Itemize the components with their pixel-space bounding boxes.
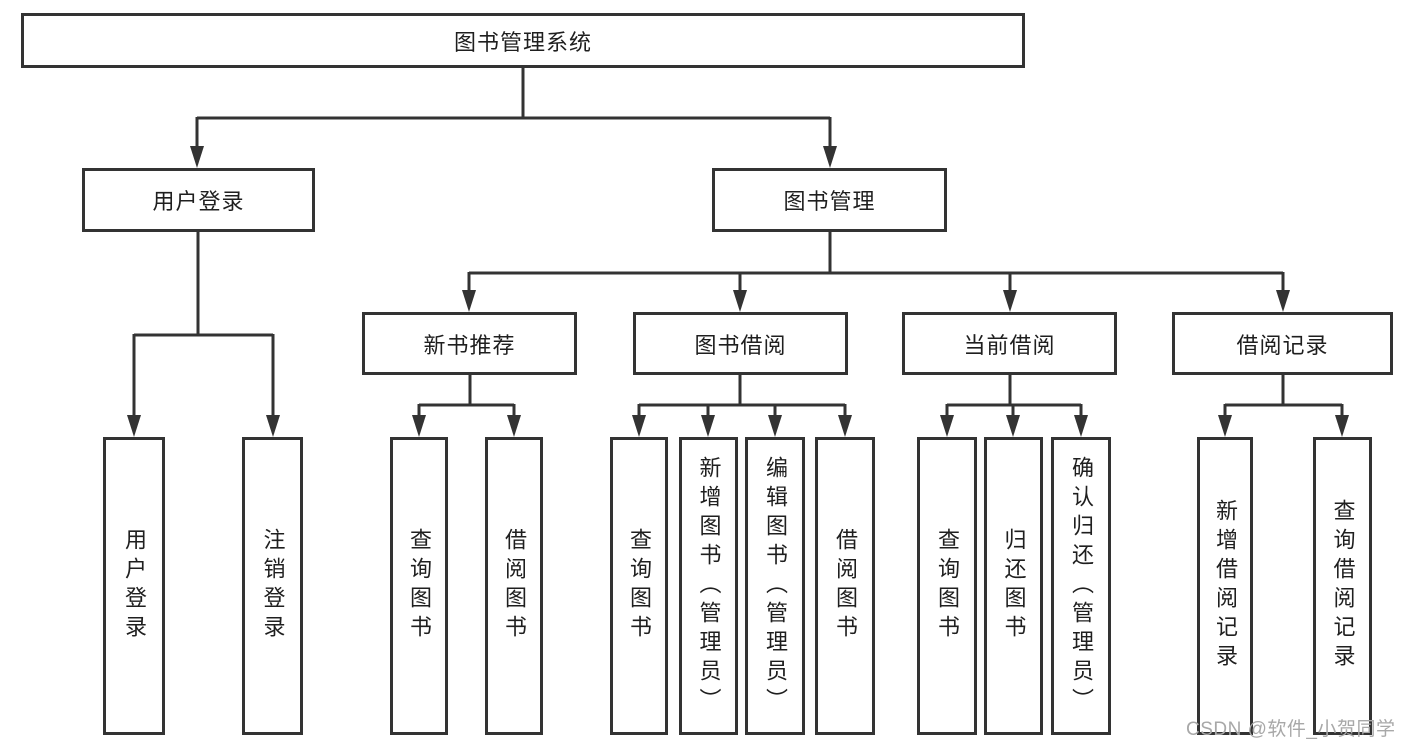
node-borrow-records-label: 借阅记录	[1236, 332, 1329, 358]
leaf-query-borrow-record-label: 查询借阅记录	[1330, 499, 1356, 673]
node-user-login: 用户登录	[82, 168, 315, 232]
arrowheads-borrow-records	[1218, 415, 1349, 437]
arrowheads-user-login	[127, 415, 280, 437]
leaf-confirm-return-admin-label: 确认归还（管理员）	[1069, 455, 1094, 717]
node-book-borrow-label: 图书借阅	[694, 332, 787, 358]
edges-book-borrow	[637, 375, 847, 417]
leaf-query-books-recommend: 查询图书	[390, 437, 448, 735]
leaf-borrow-books-2: 借阅图书	[815, 437, 875, 735]
edges-borrow-records	[1223, 375, 1344, 417]
leaf-query-books-borrow: 查询图书	[610, 437, 668, 735]
leaf-query-borrow-record: 查询借阅记录	[1313, 437, 1372, 735]
arrowheads-book-borrow	[632, 415, 852, 437]
edges-current-borrow	[945, 375, 1083, 417]
leaf-logout: 注销登录	[242, 437, 303, 735]
leaf-borrow-books-recommend-label: 借阅图书	[502, 528, 527, 644]
leaf-edit-book-admin-label: 编辑图书（管理员）	[763, 455, 788, 717]
node-root-label: 图书管理系统	[453, 29, 592, 55]
edges-book-management	[467, 232, 1285, 291]
leaf-return-book: 归还图书	[984, 437, 1043, 735]
leaf-query-books-recommend-label: 查询图书	[407, 528, 432, 644]
leaf-user-login-label: 用户登录	[122, 528, 147, 644]
arrowheads-book-management	[462, 290, 1290, 312]
leaf-query-books-borrow-label: 查询图书	[627, 528, 652, 644]
leaf-edit-book-admin: 编辑图书（管理员）	[745, 437, 805, 735]
edges-root	[195, 68, 832, 148]
watermark: CSDN @软件_小贺同学	[1186, 719, 1396, 740]
leaf-add-borrow-record: 新增借阅记录	[1197, 437, 1253, 735]
leaf-add-book-admin-label: 新增图书（管理员）	[696, 455, 722, 717]
leaf-add-book-admin: 新增图书（管理员）	[679, 437, 738, 735]
node-borrow-records: 借阅记录	[1172, 312, 1393, 375]
leaf-add-borrow-record-label: 新增借阅记录	[1213, 499, 1238, 673]
edges-new-book-recommend	[417, 375, 516, 417]
arrowheads-current-borrow	[940, 415, 1088, 437]
node-current-borrow-label: 当前借阅	[963, 332, 1056, 358]
node-book-management-label: 图书管理	[783, 189, 876, 214]
arrowheads-root	[190, 146, 837, 168]
node-book-borrow: 图书借阅	[633, 312, 848, 375]
node-new-book-recommend: 新书推荐	[362, 312, 577, 375]
leaf-return-book-label: 归还图书	[1001, 528, 1027, 644]
arrowheads-new-book-recommend	[412, 415, 521, 437]
leaf-query-books-current-label: 查询图书	[935, 528, 960, 644]
leaf-confirm-return-admin: 确认归还（管理员）	[1051, 437, 1111, 735]
leaf-query-books-current: 查询图书	[917, 437, 977, 735]
node-root: 图书管理系统	[21, 13, 1025, 68]
node-user-login-label: 用户登录	[152, 189, 245, 214]
leaf-borrow-books-2-label: 借阅图书	[833, 528, 858, 644]
node-new-book-recommend-label: 新书推荐	[423, 332, 516, 358]
node-current-borrow: 当前借阅	[902, 312, 1117, 375]
node-book-management: 图书管理	[712, 168, 947, 232]
leaf-logout-label: 注销登录	[260, 528, 286, 644]
leaf-borrow-books-recommend: 借阅图书	[485, 437, 543, 735]
edges-user-login	[132, 232, 275, 417]
leaf-user-login: 用户登录	[103, 437, 165, 735]
